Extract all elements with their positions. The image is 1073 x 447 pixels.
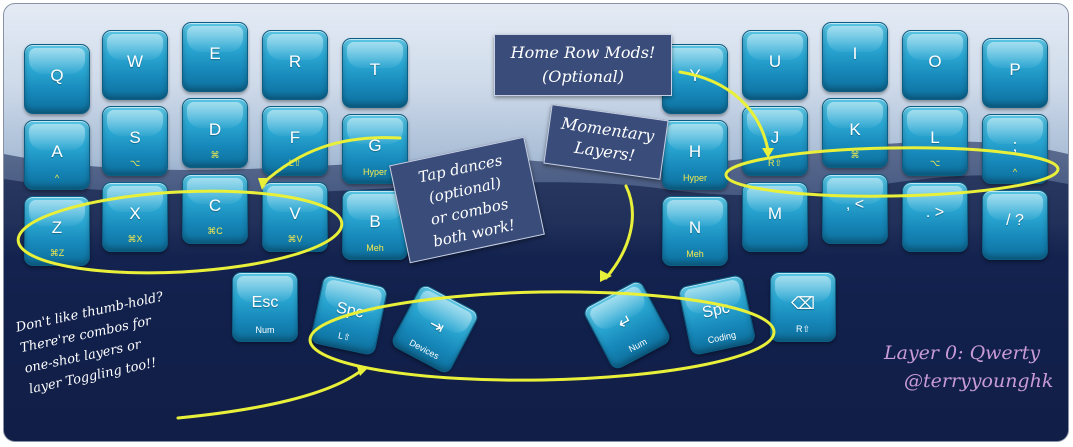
key-j[interactable]: J R⇧ bbox=[742, 106, 808, 176]
key-label: W bbox=[126, 52, 144, 71]
key-modifier-label: ⌥ bbox=[129, 158, 141, 168]
key-label: O bbox=[928, 52, 942, 71]
key-m[interactable]: M bbox=[742, 182, 808, 252]
key-modifier-label: Meh bbox=[366, 243, 384, 253]
key-label: L bbox=[930, 128, 940, 147]
key-o[interactable]: O bbox=[902, 30, 968, 100]
key-label: J bbox=[770, 128, 780, 147]
key-label: M bbox=[767, 204, 783, 223]
key-c[interactable]: C ⌘C bbox=[182, 174, 248, 244]
key-period[interactable]: . > bbox=[902, 182, 968, 252]
key-label: H bbox=[688, 142, 702, 161]
key-modifier-label: ⌘ bbox=[210, 150, 220, 160]
key-label: ; bbox=[1012, 136, 1018, 155]
key-comma[interactable]: , < bbox=[822, 174, 888, 244]
key-modifier-label: L⇧ bbox=[288, 158, 302, 168]
note-home-row-line-2: (Optional) bbox=[542, 67, 624, 86]
key-i[interactable]: I bbox=[822, 22, 888, 92]
key-label: Spc bbox=[334, 299, 366, 322]
key-label: C bbox=[208, 196, 222, 215]
key-label: P bbox=[1009, 60, 1021, 79]
author-handle: @terryyounghk bbox=[904, 370, 1054, 392]
key-label: I bbox=[852, 44, 858, 63]
key-modifier-label: ⌘C bbox=[207, 226, 223, 236]
key-label: X bbox=[129, 204, 141, 223]
key-label: U bbox=[768, 52, 782, 71]
key-modifier-label: Meh bbox=[686, 249, 704, 259]
key-label: V bbox=[289, 204, 301, 223]
key-p[interactable]: P bbox=[982, 38, 1048, 108]
key-label: B bbox=[369, 212, 381, 231]
key-label: Q bbox=[50, 66, 64, 85]
key-modifier-label: Num bbox=[255, 325, 275, 335]
key-k[interactable]: K⌘ bbox=[822, 98, 888, 168]
key-modifier-label: ⌘V bbox=[287, 234, 303, 244]
key-label: Esc bbox=[251, 294, 279, 311]
key-label: S bbox=[129, 128, 141, 147]
key-semi[interactable]: ;^ bbox=[982, 114, 1048, 184]
key-modifier-label: ^ bbox=[54, 173, 60, 183]
key-modifier-label: R⇧ bbox=[795, 324, 811, 334]
key-d[interactable]: D⌘ bbox=[182, 98, 248, 168]
key-f[interactable]: F L⇧ bbox=[262, 106, 328, 176]
note-home-row-line-1: Home Row Mods! bbox=[510, 43, 656, 62]
key-label: ⌫ bbox=[790, 294, 816, 313]
key-label: T bbox=[369, 60, 381, 79]
key-l[interactable]: L⌥ bbox=[902, 106, 968, 176]
key-bksp[interactable]: ⌫ R⇧ bbox=[770, 272, 836, 342]
key-modifier-label: ⌥ bbox=[929, 158, 941, 168]
key-x[interactable]: X ⌘X bbox=[102, 182, 168, 252]
key-label: N bbox=[688, 218, 702, 237]
key-label: D bbox=[208, 120, 222, 139]
key-label: / ? bbox=[1006, 212, 1024, 229]
note-home-row-mods: Home Row Mods! (Optional) bbox=[494, 34, 672, 96]
key-u[interactable]: U bbox=[742, 30, 808, 100]
key-s[interactable]: S⌥ bbox=[102, 106, 168, 176]
key-modifier-label: ⌘ bbox=[850, 150, 860, 160]
key-a[interactable]: A^ bbox=[24, 120, 90, 190]
key-label: A bbox=[51, 142, 63, 161]
key-modifier-label: ^ bbox=[1012, 167, 1018, 177]
key-label: E bbox=[209, 44, 221, 63]
key-modifier-label: ⌘Z bbox=[49, 248, 65, 258]
key-v[interactable]: V ⌘V bbox=[262, 182, 328, 252]
key-label: . > bbox=[925, 204, 945, 221]
key-z[interactable]: Z ⌘Z bbox=[24, 196, 90, 266]
key-label: R bbox=[288, 52, 302, 71]
key-w[interactable]: W bbox=[102, 30, 168, 100]
key-label: Z bbox=[51, 218, 63, 237]
key-label: Y bbox=[689, 66, 701, 85]
key-modifier-label: ⌘X bbox=[127, 234, 143, 244]
key-label: F bbox=[289, 128, 301, 147]
key-label: K bbox=[849, 120, 861, 139]
key-label: , < bbox=[845, 196, 865, 213]
key-n[interactable]: N Meh bbox=[662, 196, 728, 266]
key-e[interactable]: E bbox=[182, 22, 248, 92]
key-b[interactable]: B Meh bbox=[342, 190, 408, 260]
key-modifier-label: Hyper bbox=[682, 173, 707, 183]
key-slash[interactable]: / ? bbox=[982, 190, 1048, 260]
key-t[interactable]: T bbox=[342, 38, 408, 108]
key-label: G bbox=[368, 136, 382, 155]
key-r[interactable]: R bbox=[262, 30, 328, 100]
key-modifier-label: R⇧ bbox=[767, 158, 783, 168]
key-h[interactable]: H Hyper bbox=[662, 120, 728, 190]
key-q[interactable]: Q bbox=[24, 44, 90, 114]
key-label: Spc bbox=[700, 299, 732, 322]
layer-title: Layer 0: Qwerty bbox=[884, 342, 1041, 364]
